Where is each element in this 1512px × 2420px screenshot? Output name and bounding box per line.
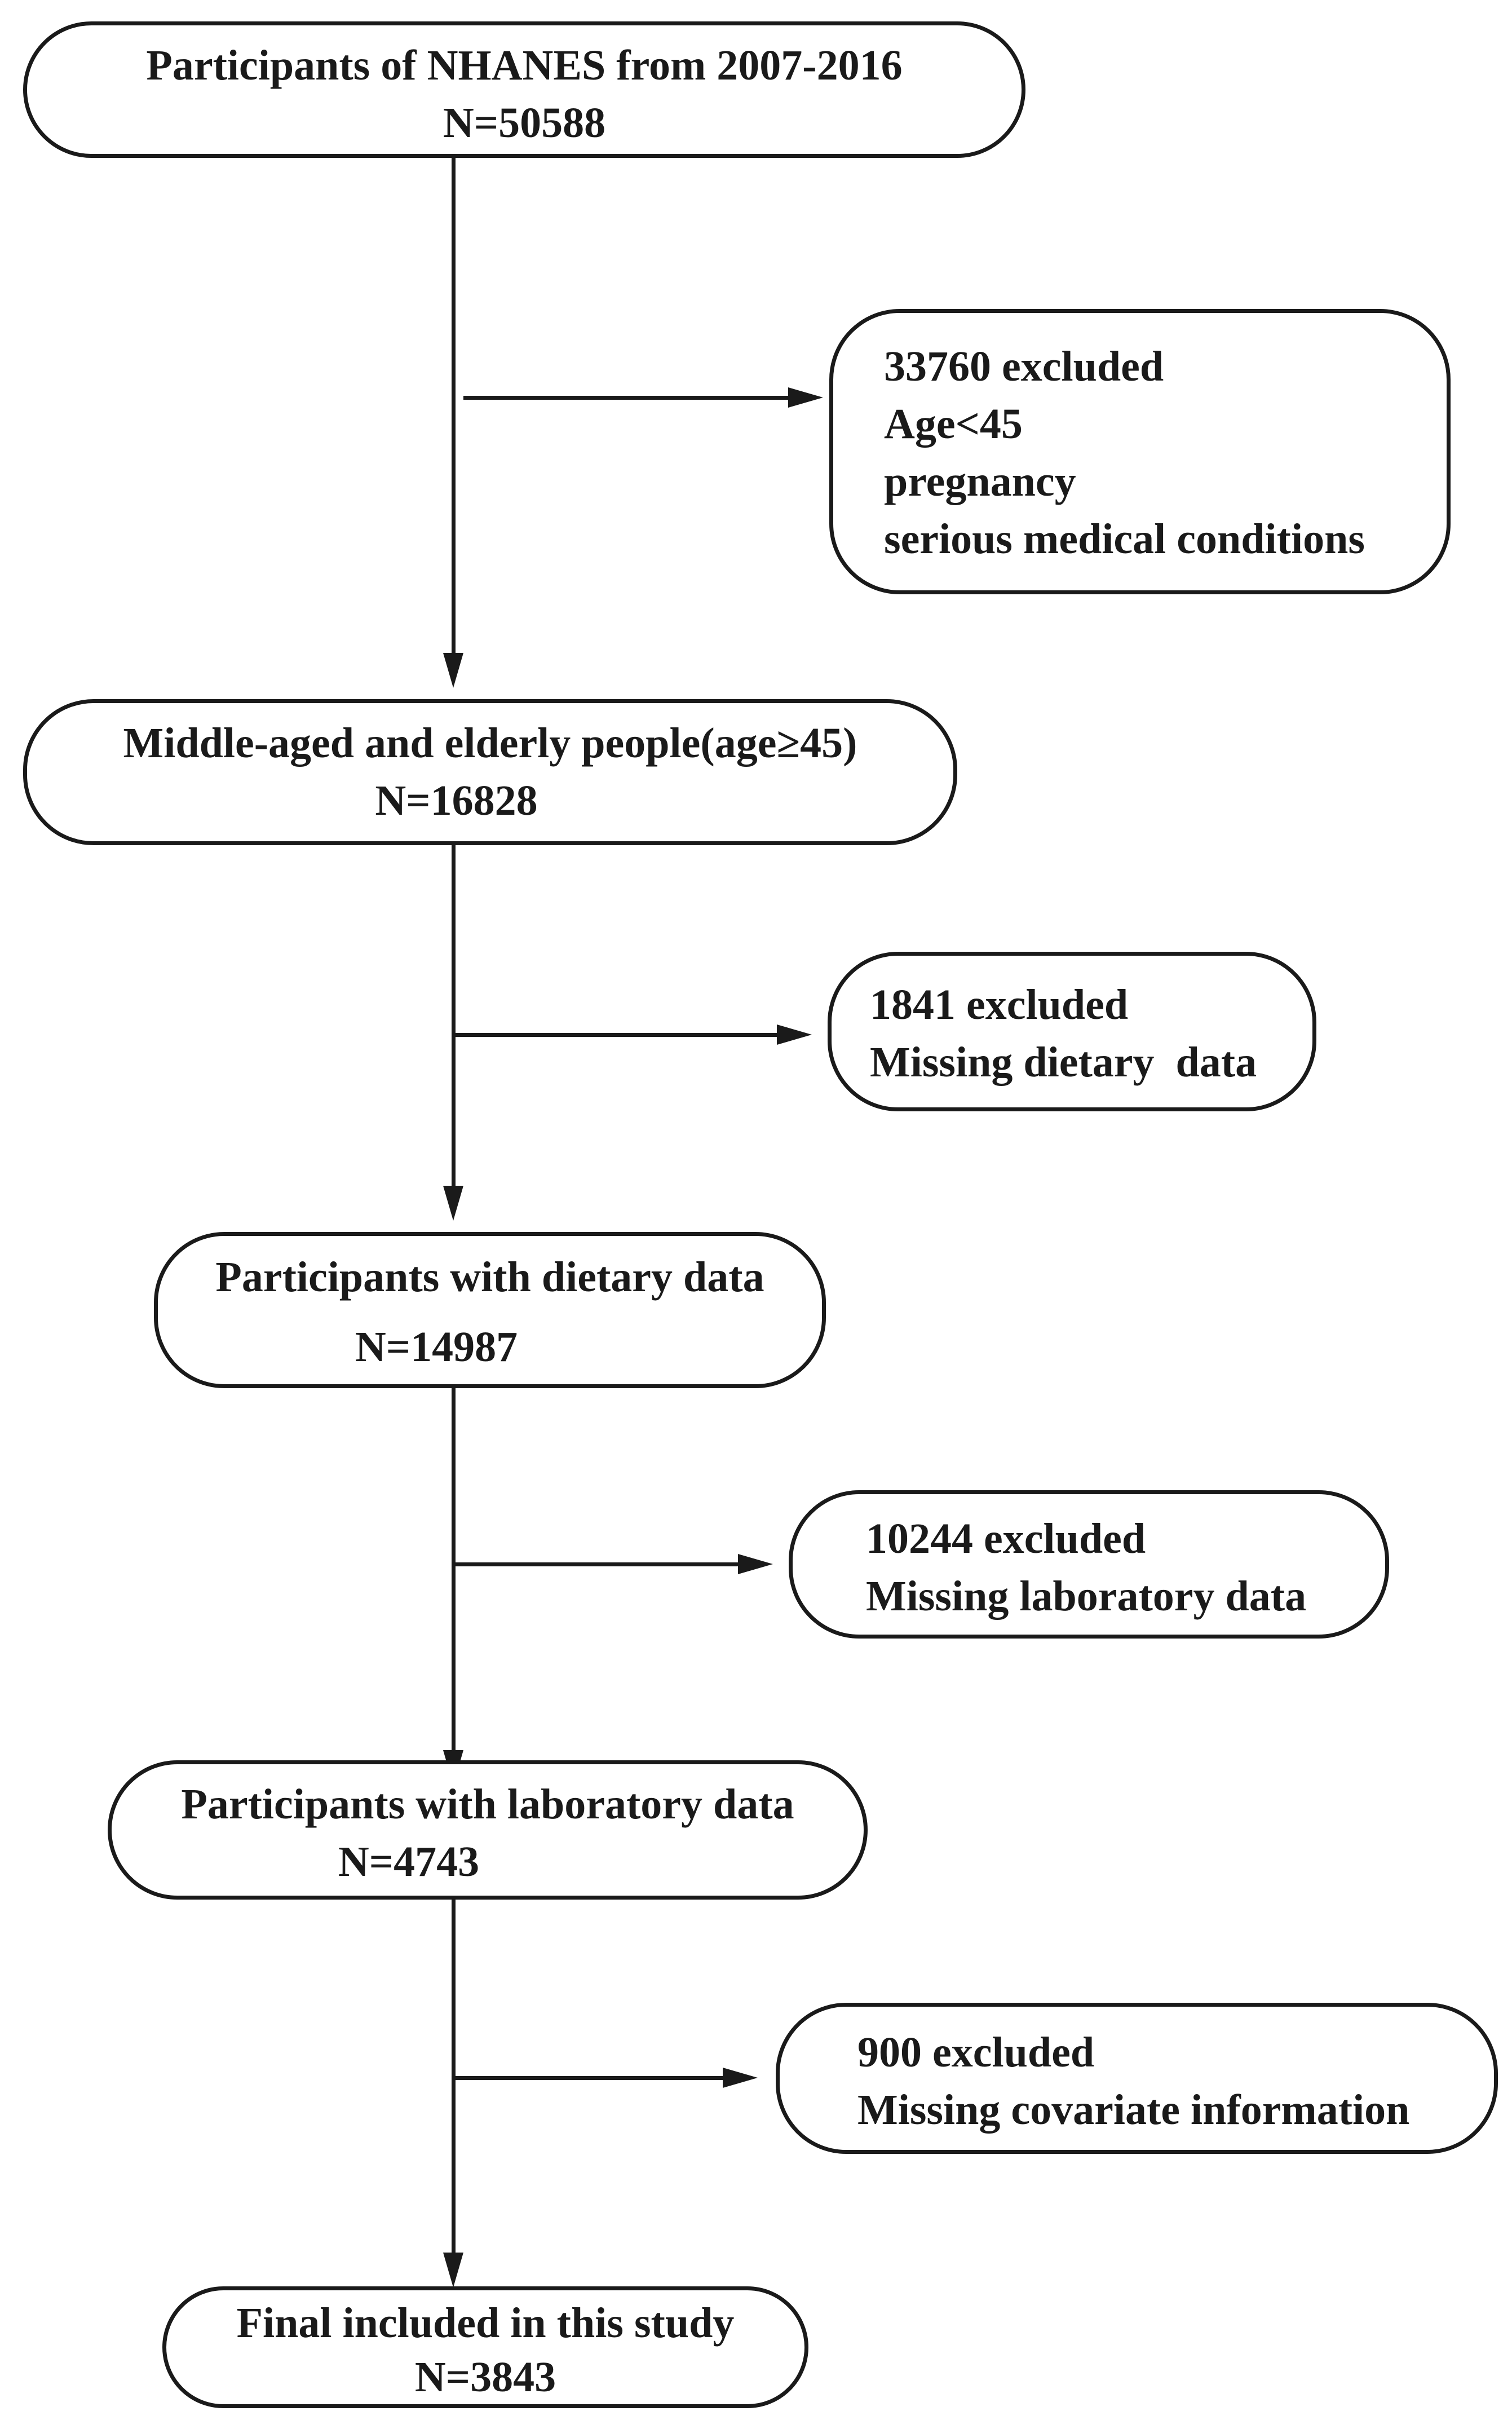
- connector-initial-to-age: [452, 156, 456, 655]
- box-laboratory-title: Participants with laboratory data: [181, 1781, 794, 1828]
- box-initial-participants: Participants of NHANES from 2007-2016 N=…: [23, 21, 1025, 158]
- box-dietary-title: Participants with dietary data: [215, 1253, 764, 1301]
- exclusion-4-reason: Missing covariate information: [857, 2086, 1410, 2134]
- arrowhead-to-age-box: [443, 653, 463, 688]
- box-final-count: N=3843: [414, 2353, 556, 2401]
- exclusion-3-count: 10244 excluded: [866, 1515, 1146, 1562]
- exclusion-3-reason: Missing laboratory data: [866, 1573, 1307, 1620]
- box-age-filtered-title: Middle-aged and elderly people(age≥45): [123, 719, 857, 767]
- box-final-included: Final included in this study N=3843: [162, 2286, 808, 2408]
- arrowhead-to-final-box: [443, 2253, 463, 2287]
- exclusion-4-count: 900 excluded: [857, 2029, 1095, 2076]
- box-laboratory-data: Participants with laboratory data N=4743: [108, 1760, 868, 1900]
- connector-laboratory-to-final: [452, 1898, 456, 2254]
- box-exclusion-4: 900 excluded Missing covariate informati…: [776, 2003, 1498, 2154]
- exclusion-2-count: 1841 excluded: [870, 981, 1129, 1028]
- exclusion-arrow-4-head: [723, 2068, 758, 2088]
- exclusion-arrow-1-head: [788, 387, 823, 408]
- arrowhead-to-dietary-box: [443, 1186, 463, 1221]
- exclusion-2-reason: Missing dietary data: [870, 1039, 1257, 1086]
- exclusion-1-reason-pregnancy: pregnancy: [884, 458, 1076, 505]
- exclusion-1-reason-medical: serious medical conditions: [884, 515, 1365, 563]
- exclusion-arrow-3-line: [454, 1562, 740, 1566]
- box-laboratory-count: N=4743: [338, 1838, 480, 1885]
- exclusion-arrow-4-line: [454, 2076, 725, 2080]
- box-exclusion-3: 10244 excluded Missing laboratory data: [789, 1490, 1389, 1639]
- exclusion-arrow-1-line: [463, 396, 790, 400]
- box-final-title: Final included in this study: [236, 2299, 735, 2347]
- box-dietary-data: Participants with dietary data N=14987: [154, 1232, 826, 1388]
- exclusion-arrow-2-head: [777, 1024, 812, 1045]
- box-exclusion-1: 33760 excluded Age<45 pregnancy serious …: [829, 309, 1451, 594]
- exclusion-1-count: 33760 excluded: [884, 343, 1164, 390]
- connector-age-to-dietary: [452, 844, 456, 1187]
- exclusion-arrow-3-head: [738, 1554, 773, 1574]
- exclusion-1-reason-age: Age<45: [884, 400, 1023, 448]
- box-age-filtered: Middle-aged and elderly people(age≥45) N…: [23, 699, 957, 845]
- box-age-filtered-count: N=16828: [375, 777, 538, 824]
- box-exclusion-2: 1841 excluded Missing dietary data: [828, 952, 1316, 1111]
- connector-dietary-to-laboratory: [452, 1387, 456, 1752]
- box-initial-count: N=50588: [443, 99, 606, 147]
- exclusion-arrow-2-line: [454, 1033, 779, 1037]
- box-initial-title: Participants of NHANES from 2007-2016: [146, 42, 903, 89]
- box-dietary-count: N=14987: [355, 1323, 518, 1371]
